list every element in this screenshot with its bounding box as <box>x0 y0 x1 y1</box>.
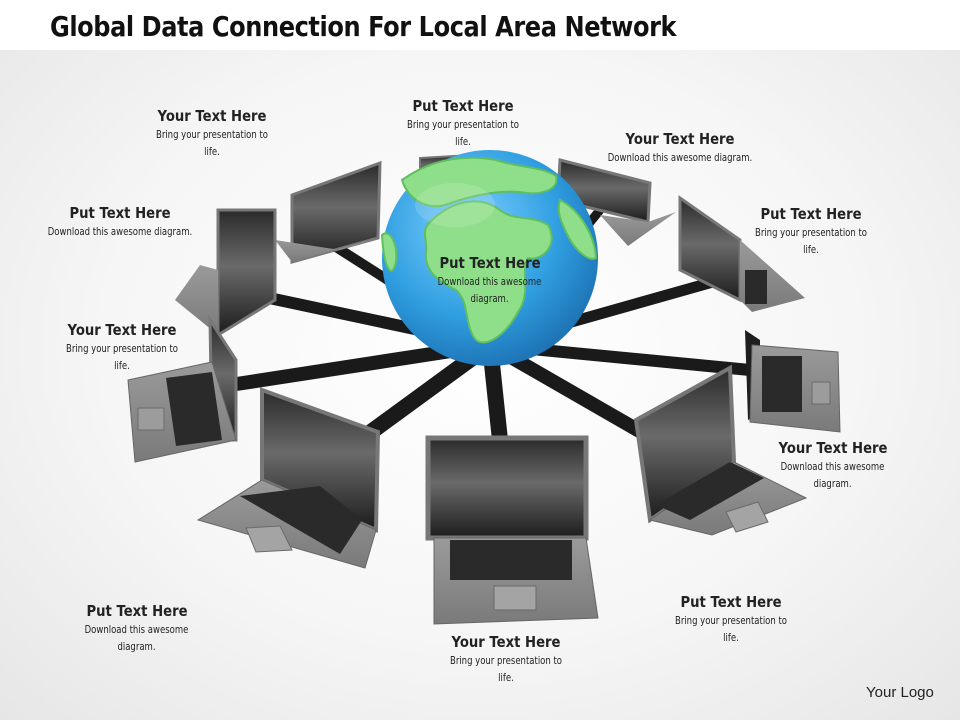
text-label: Put Text Here Download this awesome diag… <box>52 602 222 656</box>
laptop <box>425 435 599 625</box>
label-heading: Your Text Here <box>778 439 888 457</box>
label-body: Bring your presentation to life. <box>449 655 563 684</box>
label-body: Bring your presentation to life. <box>674 615 788 644</box>
label-heading: Put Text Here <box>680 593 782 611</box>
globe <box>380 150 598 366</box>
label-heading: Put Text Here <box>69 204 171 222</box>
continent <box>557 198 598 260</box>
label-body: Bring your presentation to life. <box>406 119 520 148</box>
text-label: Put Text Here Bring your presentation to… <box>378 97 548 151</box>
label-body: Download this awesome diagram. <box>437 276 542 305</box>
label-heading: Your Text Here <box>625 130 735 148</box>
text-label: Put Text Here Bring your presentation to… <box>726 205 896 259</box>
text-label: Your Text Here Download this awesome dia… <box>748 439 918 493</box>
laptop <box>633 364 808 536</box>
laptop <box>275 160 382 264</box>
label-body: Download this awesome diagram. <box>84 624 189 653</box>
text-label: Your Text Here Bring your presentation t… <box>127 107 297 161</box>
label-heading: Put Text Here <box>439 254 541 272</box>
label-heading: Your Text Here <box>157 107 267 125</box>
laptop <box>127 314 238 463</box>
text-label: Put Text Here Download this awesome diag… <box>35 204 205 241</box>
laptop <box>745 330 841 433</box>
label-heading: Put Text Here <box>86 602 188 620</box>
label-body: Bring your presentation to life. <box>155 129 269 158</box>
label-body: Download this awesome diagram. <box>780 461 885 490</box>
label-body: Download this awesome diagram. <box>607 152 753 164</box>
page-title: Global Data Connection For Local Area Ne… <box>50 10 677 43</box>
continent <box>400 156 558 208</box>
text-label: Your Text Here Download this awesome dia… <box>595 130 765 167</box>
label-body: Bring your presentation to life. <box>65 343 179 372</box>
label-heading: Your Text Here <box>451 633 561 651</box>
label-heading: Put Text Here <box>760 205 862 223</box>
label-body: Download this awesome diagram. <box>47 226 193 238</box>
text-label: Your Text Here Bring your presentation t… <box>421 633 591 687</box>
text-label: Put Text Here Bring your presentation to… <box>646 593 816 647</box>
continent <box>380 232 398 272</box>
text-label: Put Text Here Download this awesome diag… <box>405 254 575 308</box>
continent <box>423 200 553 344</box>
title-bar: Global Data Connection For Local Area Ne… <box>0 0 960 50</box>
logo-placeholder: Your Logo <box>866 684 934 701</box>
laptop <box>196 387 381 569</box>
laptop <box>175 208 277 338</box>
laptop <box>678 195 805 312</box>
label-heading: Put Text Here <box>412 97 514 115</box>
label-body: Bring your presentation to life. <box>754 227 868 256</box>
text-label: Your Text Here Bring your presentation t… <box>37 321 207 375</box>
label-heading: Your Text Here <box>67 321 177 339</box>
